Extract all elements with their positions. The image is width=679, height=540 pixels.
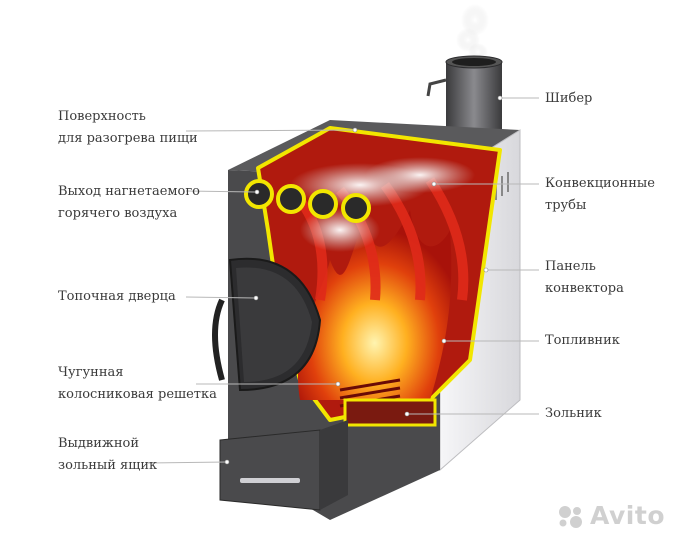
label-damper: Шибер bbox=[545, 91, 593, 106]
label-firebox: Топливник bbox=[545, 333, 620, 348]
avito-logo-icon bbox=[559, 506, 583, 528]
leader-lines bbox=[147, 97, 539, 464]
label-ash-pit: Зольник bbox=[545, 406, 602, 421]
avito-watermark: Avito bbox=[556, 501, 665, 530]
ash-drawer bbox=[219, 420, 348, 511]
ash-pit bbox=[343, 398, 437, 427]
label-cast-iron-grate: Чугунная колосниковая решетка bbox=[58, 365, 217, 402]
label-convection-pipes: Конвекционные трубы bbox=[545, 176, 655, 213]
label-cooking-surface: Поверхность для разогрева пищи bbox=[58, 109, 198, 146]
watermark-text: Avito bbox=[590, 501, 665, 530]
hot-air-outlets bbox=[244, 179, 371, 223]
label-convector-panel: Панель конвектора bbox=[545, 259, 624, 296]
door-handle-icon bbox=[212, 298, 225, 381]
chimney-smoke bbox=[456, 4, 489, 61]
label-hot-air-outlet: Выход нагнетаемого горячего воздуха bbox=[58, 184, 200, 221]
chimney-pipe bbox=[426, 55, 503, 136]
label-ash-drawer: Выдвижной зольный ящик bbox=[58, 436, 158, 473]
leader-dots bbox=[224, 95, 503, 465]
label-firebox-door: Топочная дверца bbox=[58, 289, 176, 304]
